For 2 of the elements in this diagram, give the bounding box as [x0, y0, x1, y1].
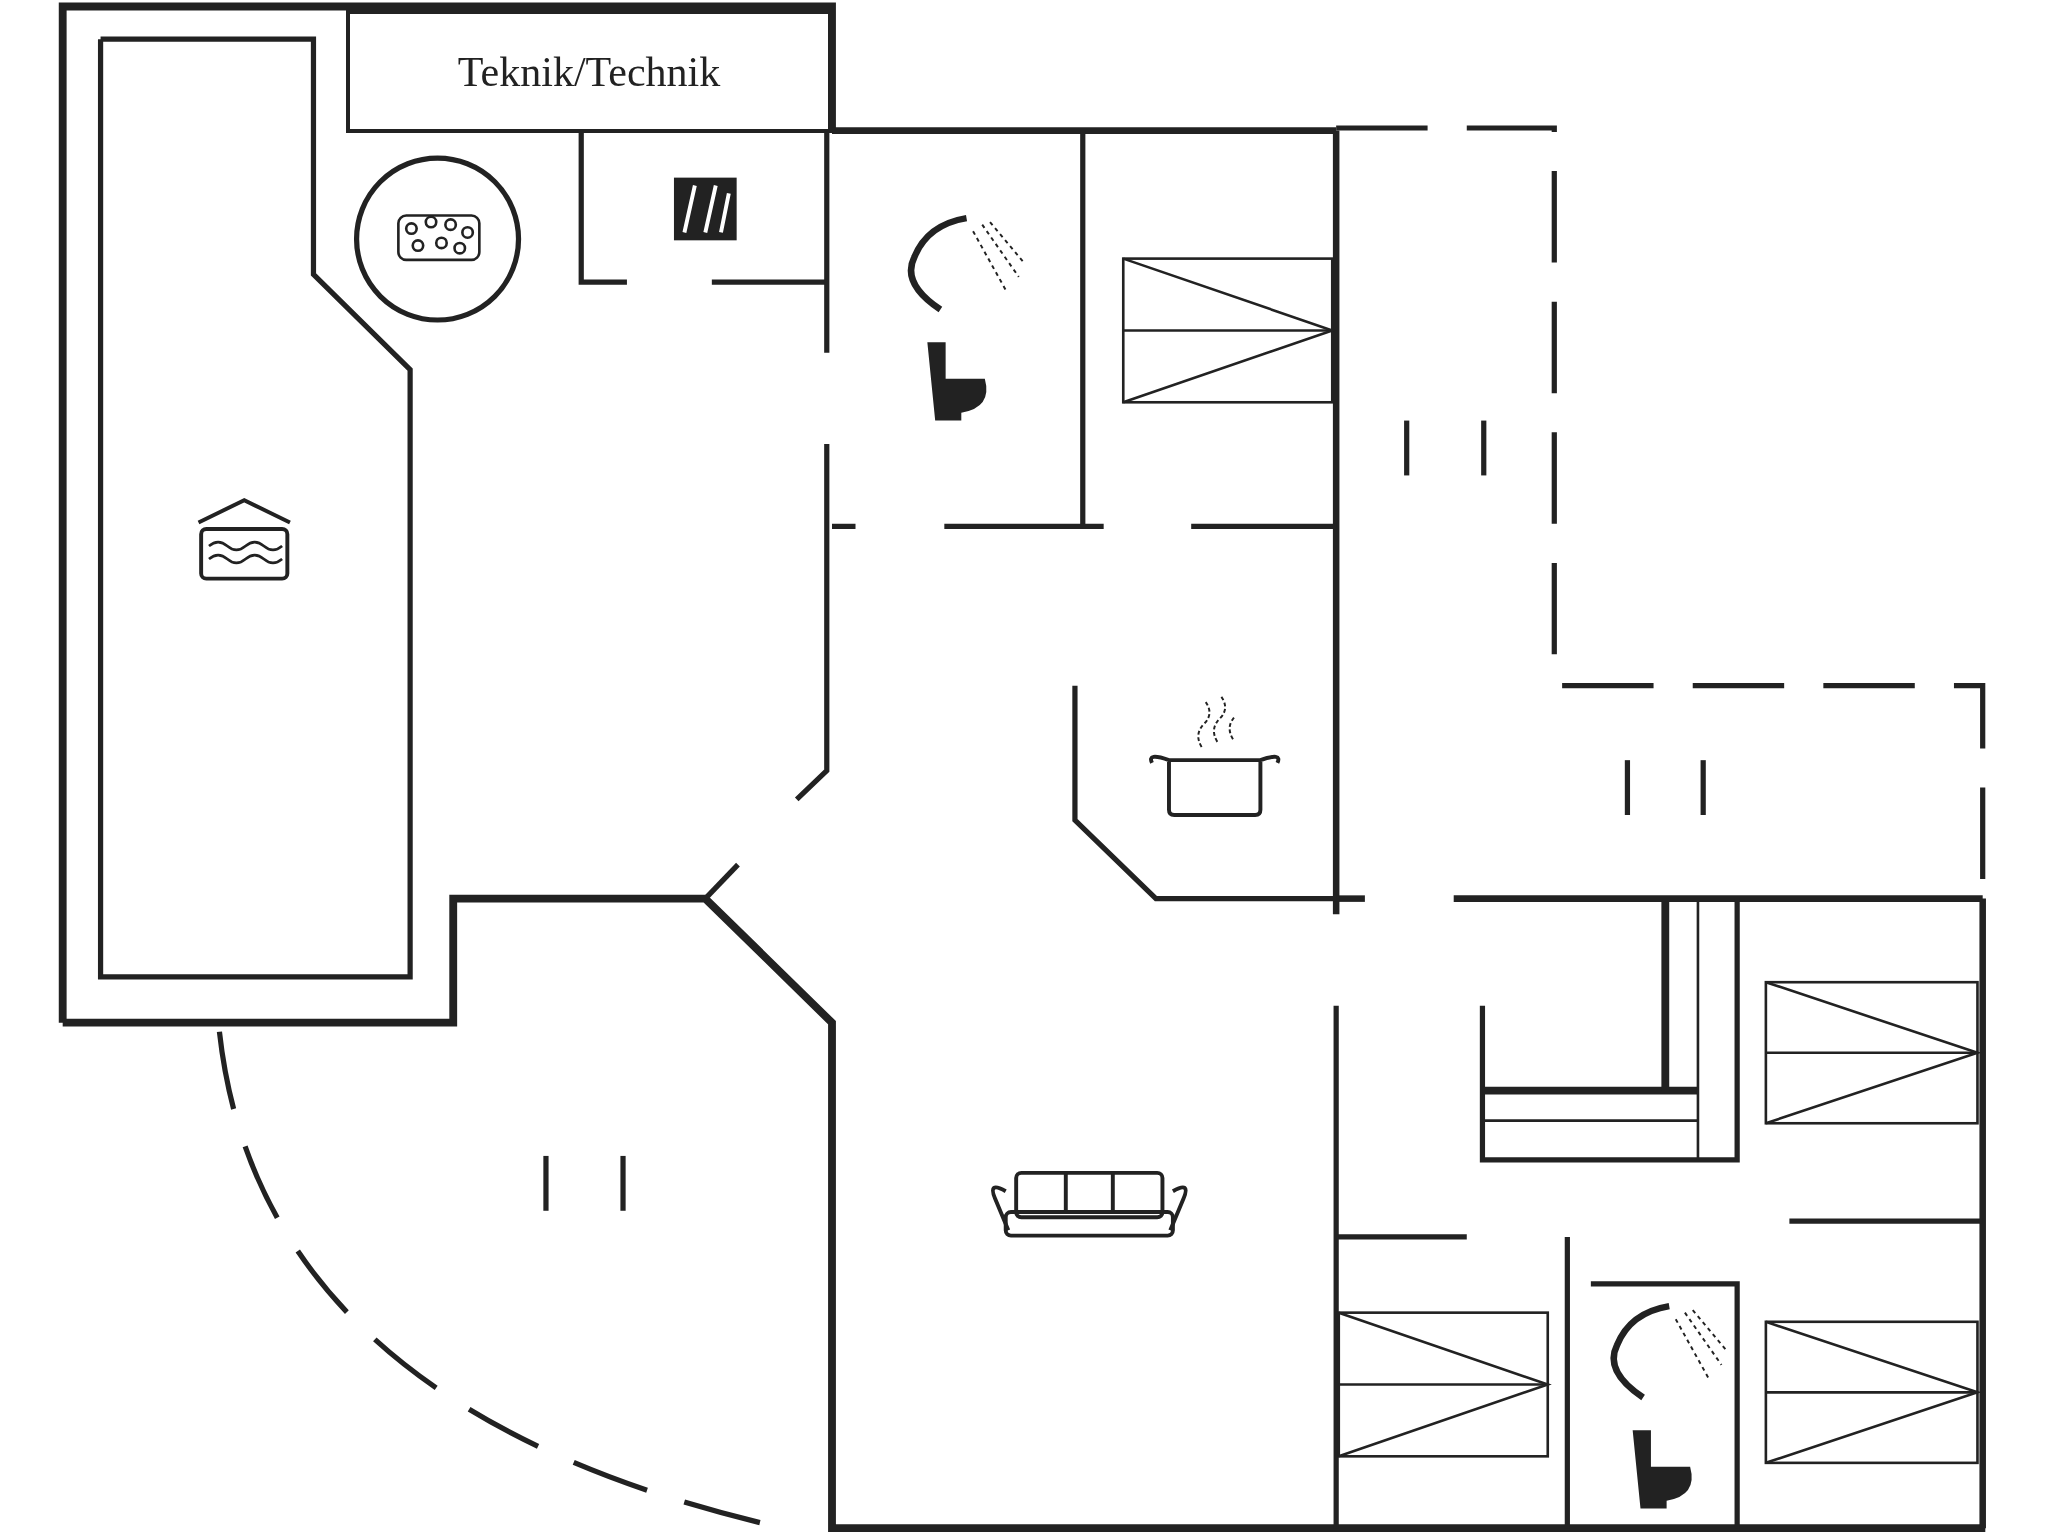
room-label: Teknik/Technik [457, 47, 721, 96]
room-box [346, 10, 832, 134]
